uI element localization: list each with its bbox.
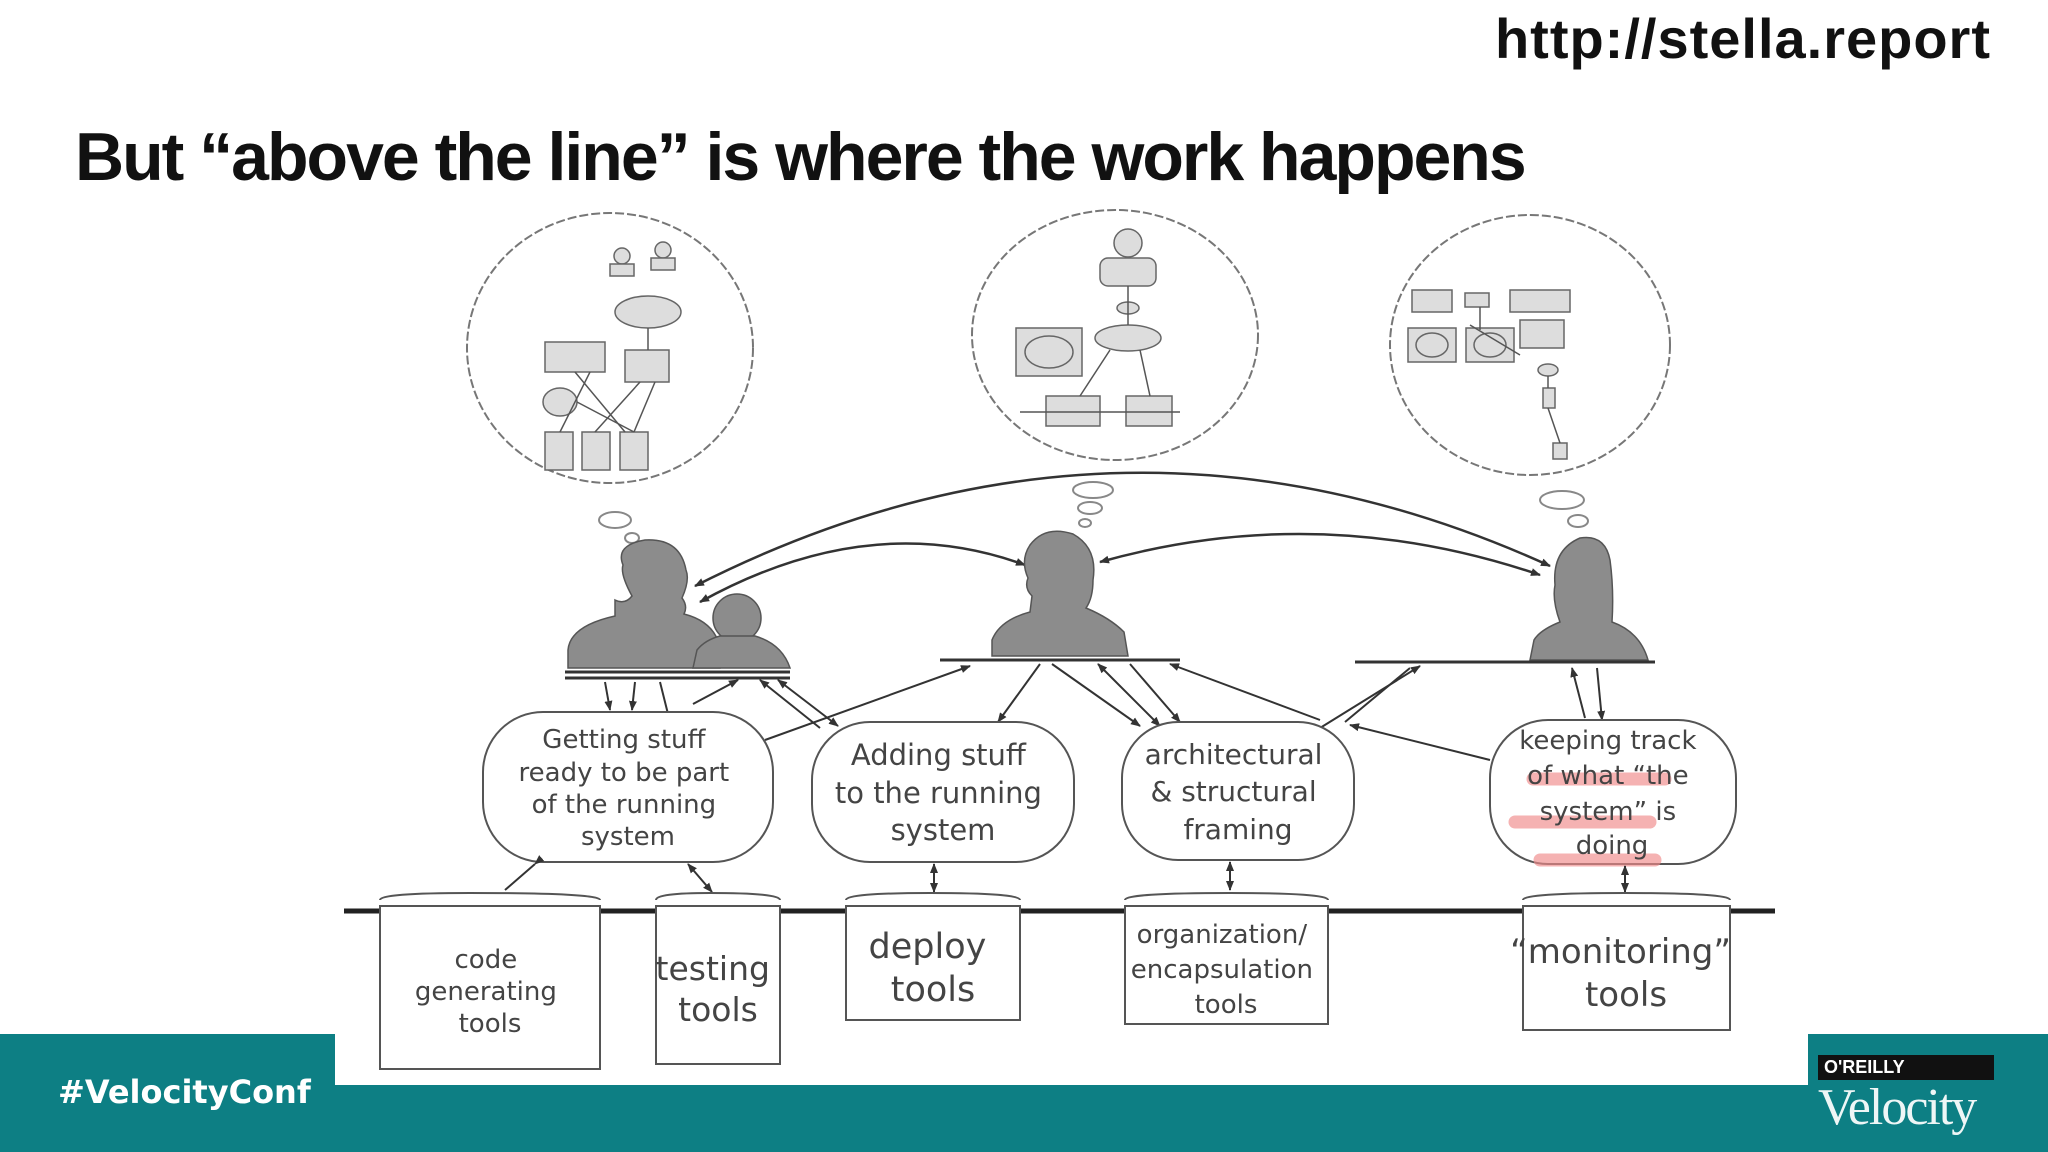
activity-bubble-architectural-framing: architectural & structural framing [1121, 721, 1355, 861]
activity-bubble-keeping-track: keeping track of what “the system” is do… [1489, 719, 1737, 867]
activity-bubble-getting-ready: Getting stuff ready to be part of the ru… [482, 711, 774, 863]
conference-hashtag: #VelocityConf [58, 1073, 311, 1111]
tool-box-testing: testing tools [655, 891, 781, 1065]
svg-text:architectural & structur: architectural & structural framing [1145, 738, 1332, 846]
oreilly-logo: O'REILLY [1818, 1055, 1994, 1080]
footer-band-right [1808, 1034, 2048, 1152]
svg-text:testing tools: testing tools [656, 949, 781, 1029]
platform-lines [565, 658, 1655, 680]
tool-connectors [504, 855, 1629, 893]
svg-text:Getting stuff ready to b: Getting stuff ready to be part of the ru… [519, 725, 738, 852]
velocity-logo: O'REILLY Velocity [1818, 1055, 2028, 1137]
thought-cloud-2 [971, 209, 1259, 528]
person-group-icon [567, 539, 792, 669]
svg-text:organization/ encapsulat: organization/ encapsulation tools [1131, 920, 1321, 1020]
person-icon [991, 530, 1129, 657]
velocity-wordmark: Velocity [1818, 1079, 1977, 1136]
thought-cloud-3 [1389, 214, 1671, 528]
thought-cloud-1 [466, 212, 754, 544]
collaboration-arrows [694, 471, 1551, 604]
svg-text:keeping track of what “t: keeping track of what “the system” is do… [1519, 726, 1705, 861]
tool-box-deploy: deploy tools [845, 891, 1021, 1021]
svg-text:Adding stuff to the runn: Adding stuff to the running system [835, 738, 1051, 847]
person-icon-long-hair [1529, 536, 1649, 661]
tool-box-organization-encapsulation: organization/ encapsulation tools [1124, 891, 1329, 1025]
tool-box-monitoring: “monitoring” tools [1510, 891, 1742, 1031]
activity-bubble-adding-stuff: Adding stuff to the running system [811, 721, 1075, 863]
svg-text:code generating to: code generating tools [415, 945, 565, 1039]
stella-report-url[interactable]: http://stella.report [1494, 7, 1991, 70]
activity-connectors [604, 663, 1606, 761]
svg-text:“monitoring” tools: “monitoring” tools [1510, 932, 1742, 1015]
footer-band [0, 1085, 2048, 1152]
slide-title: But “above the line” is where the work h… [75, 119, 1527, 195]
tool-box-code-generating: code generating tools [379, 891, 601, 1070]
svg-text:deploy tools: deploy tools [869, 927, 998, 1010]
highlight-marks [1508, 772, 1672, 867]
